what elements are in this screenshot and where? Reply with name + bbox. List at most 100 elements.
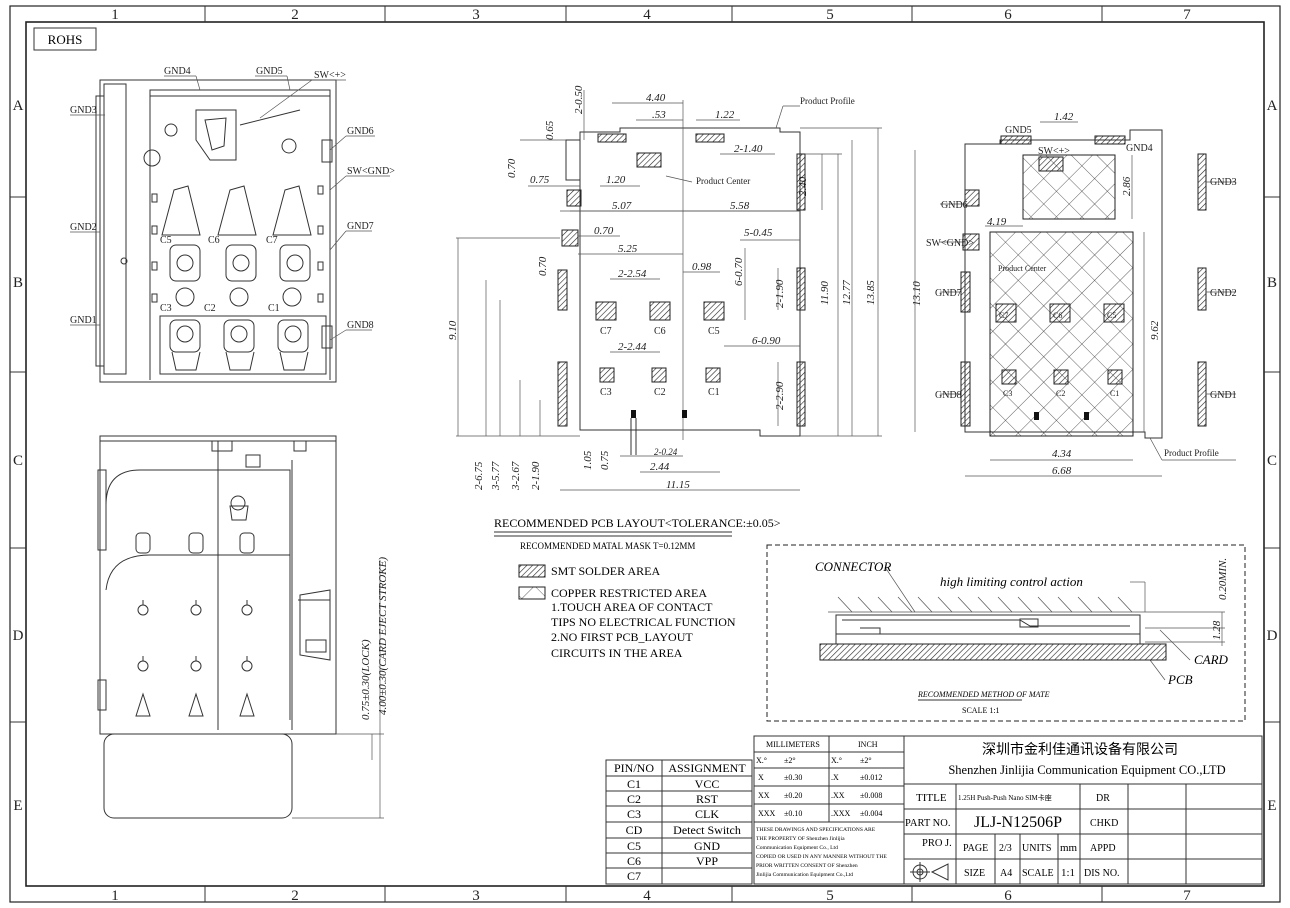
tv-label-gnd1: GND1 <box>70 315 97 326</box>
tol-note-5: PRIOR WRITTEN CONSENT OF Shenzhen <box>756 863 858 869</box>
rv-contact-c1: C1 <box>1110 389 1119 398</box>
tv-contact-c7: C7 <box>266 235 278 246</box>
rv-label-gnd2: GND2 <box>1210 288 1237 299</box>
dr-label: DR <box>1096 793 1110 804</box>
rv-dim-9-62: 9.62 <box>1149 320 1161 340</box>
pcb-dim-11-15: 11.15 <box>666 479 690 491</box>
tol-r2-c2: ±0.30 <box>784 773 802 782</box>
pcb-dim-2-1-90-b: 2-1.90 <box>530 461 542 490</box>
col-label-bottom-2: 2 <box>291 888 299 904</box>
tv-label-gnd5: GND5 <box>256 66 283 77</box>
row-label-right-d: D <box>1267 628 1278 644</box>
tolerance-table: MILLIMETERS INCH X.° ±2° X.° ±2° X ±0.30… <box>753 735 905 885</box>
legend-note-1b: TIPS NO ELECTRICAL FUNCTION <box>551 615 736 629</box>
mate-card-label: CARD <box>1194 652 1229 667</box>
pcb-dim-13-85: 13.85 <box>865 280 877 305</box>
rv-dim-6-68: 6.68 <box>1052 465 1072 477</box>
mate-action-label: high limiting control action <box>940 574 1083 589</box>
legend-note-2b: CIRCUITS IN THE AREA <box>551 646 683 660</box>
pin-table-row-2-pin: C2 <box>627 792 641 806</box>
pcb-dim-5-58: 5.58 <box>730 200 750 212</box>
col-label-bottom-4: 4 <box>643 888 651 904</box>
pcb-dim-0-70-b: 0.70 <box>594 225 614 237</box>
appd-label: APPD <box>1090 843 1116 854</box>
pcb-dim-0-70-a: 0.70 <box>506 158 518 178</box>
tv-label-sw-plus: SW<+> <box>314 70 346 81</box>
dis-no-label: DIS NO. <box>1084 868 1120 879</box>
pcb-dim-4-40: 4.40 <box>646 92 666 104</box>
pcb-dim-2-1-40: 2-1.40 <box>734 143 763 155</box>
pin-table-row-5-assign: GND <box>694 839 720 853</box>
pin-table-row-3-pin: C3 <box>627 807 641 821</box>
pcb-dim-2-1-90: 2-1.90 <box>774 279 786 308</box>
legend-copper-restricted-area: COPPER RESTRICTED AREA <box>551 586 707 600</box>
pin-table-row-1-assign: VCC <box>695 777 720 791</box>
row-label-left-a: A <box>13 98 24 114</box>
pcb-layout-title: RECOMMENDED PCB LAYOUT<TOLERANCE:±0.05> <box>494 516 781 530</box>
tol-r3-c1: XX <box>758 791 770 800</box>
row-label-right-b: B <box>1267 275 1277 291</box>
col-label-top-2: 2 <box>291 7 299 23</box>
tol-r1-c2: ±2° <box>784 756 796 765</box>
row-label-right-c: C <box>1267 453 1277 469</box>
pcb-dim-0-75-b: 0.75 <box>599 450 611 470</box>
col-label-top-7: 7 <box>1183 7 1191 23</box>
pcb-dim-5-0-45: 5-0.45 <box>744 227 773 239</box>
tv-label-gnd6: GND6 <box>347 126 374 137</box>
mate-title: RECOMMENDED METHOD OF MATE <box>917 690 1050 699</box>
rv-label-gnd3: GND3 <box>1210 177 1237 188</box>
tol-header-inch: INCH <box>858 740 878 749</box>
tv-label-sw-gnd: SW<GND> <box>347 166 395 177</box>
mate-connector-label: CONNECTOR <box>815 559 891 574</box>
sv-dim-lock: 0.75±0.30(LOCK) <box>360 639 372 720</box>
pcb-dim-2-40: 2.40 <box>797 176 809 196</box>
rv-label-gnd7: GND7 <box>935 288 962 299</box>
col-label-top-6: 6 <box>1004 7 1012 23</box>
mate-dim-0-20: 0.20MIN. <box>1217 558 1229 600</box>
pin-table-row-5-pin: C5 <box>627 839 641 853</box>
tol-r3-c4: ±0.008 <box>860 791 882 800</box>
pcb-dim-0-65: 0.65 <box>544 120 556 140</box>
rv-label-sw-plus: SW<+> <box>1038 146 1070 157</box>
pin-table-row-1-pin: C1 <box>627 777 641 791</box>
connector-card-view: 0.75±0.30(LOCK) 4.00±0.30(CARD EJECT STR… <box>97 435 389 819</box>
pcb-dim-12-77: 12.77 <box>841 280 853 305</box>
mate-scale: SCALE 1:1 <box>962 706 1000 715</box>
row-label-right-a: A <box>1267 98 1278 114</box>
pcb-dim-0-75: 0.75 <box>530 174 550 186</box>
connector-top-view: GND4 GND5 SW<+> GND3 GND6 SW<GND> GND2 G… <box>70 66 395 383</box>
tol-r4-c2: ±0.10 <box>784 809 802 818</box>
tol-note-4: COPIED OR USED IN ANY MANNER WITHOUT THE <box>756 854 887 860</box>
tol-note-3: Communication Equipment Co., Ltd <box>756 845 838 851</box>
pcb-dim-2-2-90: 2-2.90 <box>774 381 786 410</box>
pcb-dim-6-0-70: 6-0.70 <box>733 257 745 286</box>
row-label-left-b: B <box>13 275 23 291</box>
pcb-dim-2-0-24: 2-0.24 <box>654 447 678 457</box>
tv-contact-c2: C2 <box>204 303 216 314</box>
mate-dim-1-28: 1.28 <box>1211 620 1223 640</box>
legend: SMT SOLDER AREA COPPER RESTRICTED AREA 1… <box>518 564 736 660</box>
rv-dim-1-42: 1.42 <box>1054 111 1074 123</box>
units-value: mm <box>1060 842 1078 854</box>
col-label-bottom-6: 6 <box>1004 888 1012 904</box>
title-value: 1.25H Push-Push Nano SIM卡座 <box>958 793 1052 802</box>
mate-pcb-label: PCB <box>1167 672 1193 687</box>
rv-contact-c7: C7 <box>999 311 1008 320</box>
tv-label-gnd2: GND2 <box>70 222 97 233</box>
rv-dim-13-10: 13.10 <box>911 281 923 306</box>
col-label-top-5: 5 <box>826 7 834 23</box>
tol-note-6: Jinlijia Communication Equipment Co.,Ltd <box>756 872 853 878</box>
page-value: 2/3 <box>999 843 1012 854</box>
scale-label: SCALE <box>1022 868 1054 879</box>
part-no-label: PART NO. <box>905 818 950 829</box>
pcb-dim-2-44: 2.44 <box>650 461 670 473</box>
sv-dim-eject: 4.00±0.30(CARD EJECT STROKE) <box>377 557 389 715</box>
tol-r4-c4: ±0.004 <box>860 809 882 818</box>
company-name-cn: 深圳市金利佳通讯设备有限公司 <box>982 741 1178 758</box>
rv-contact-c3: C3 <box>1003 389 1012 398</box>
pcb-dim-2-6-75: 2-6.75 <box>473 461 485 490</box>
pcb-dim-1-20: 1.20 <box>606 174 626 186</box>
rv-label-gnd6: GND6 <box>941 200 968 211</box>
pcb-dim-3-2-67: 3-2.67 <box>510 461 522 491</box>
